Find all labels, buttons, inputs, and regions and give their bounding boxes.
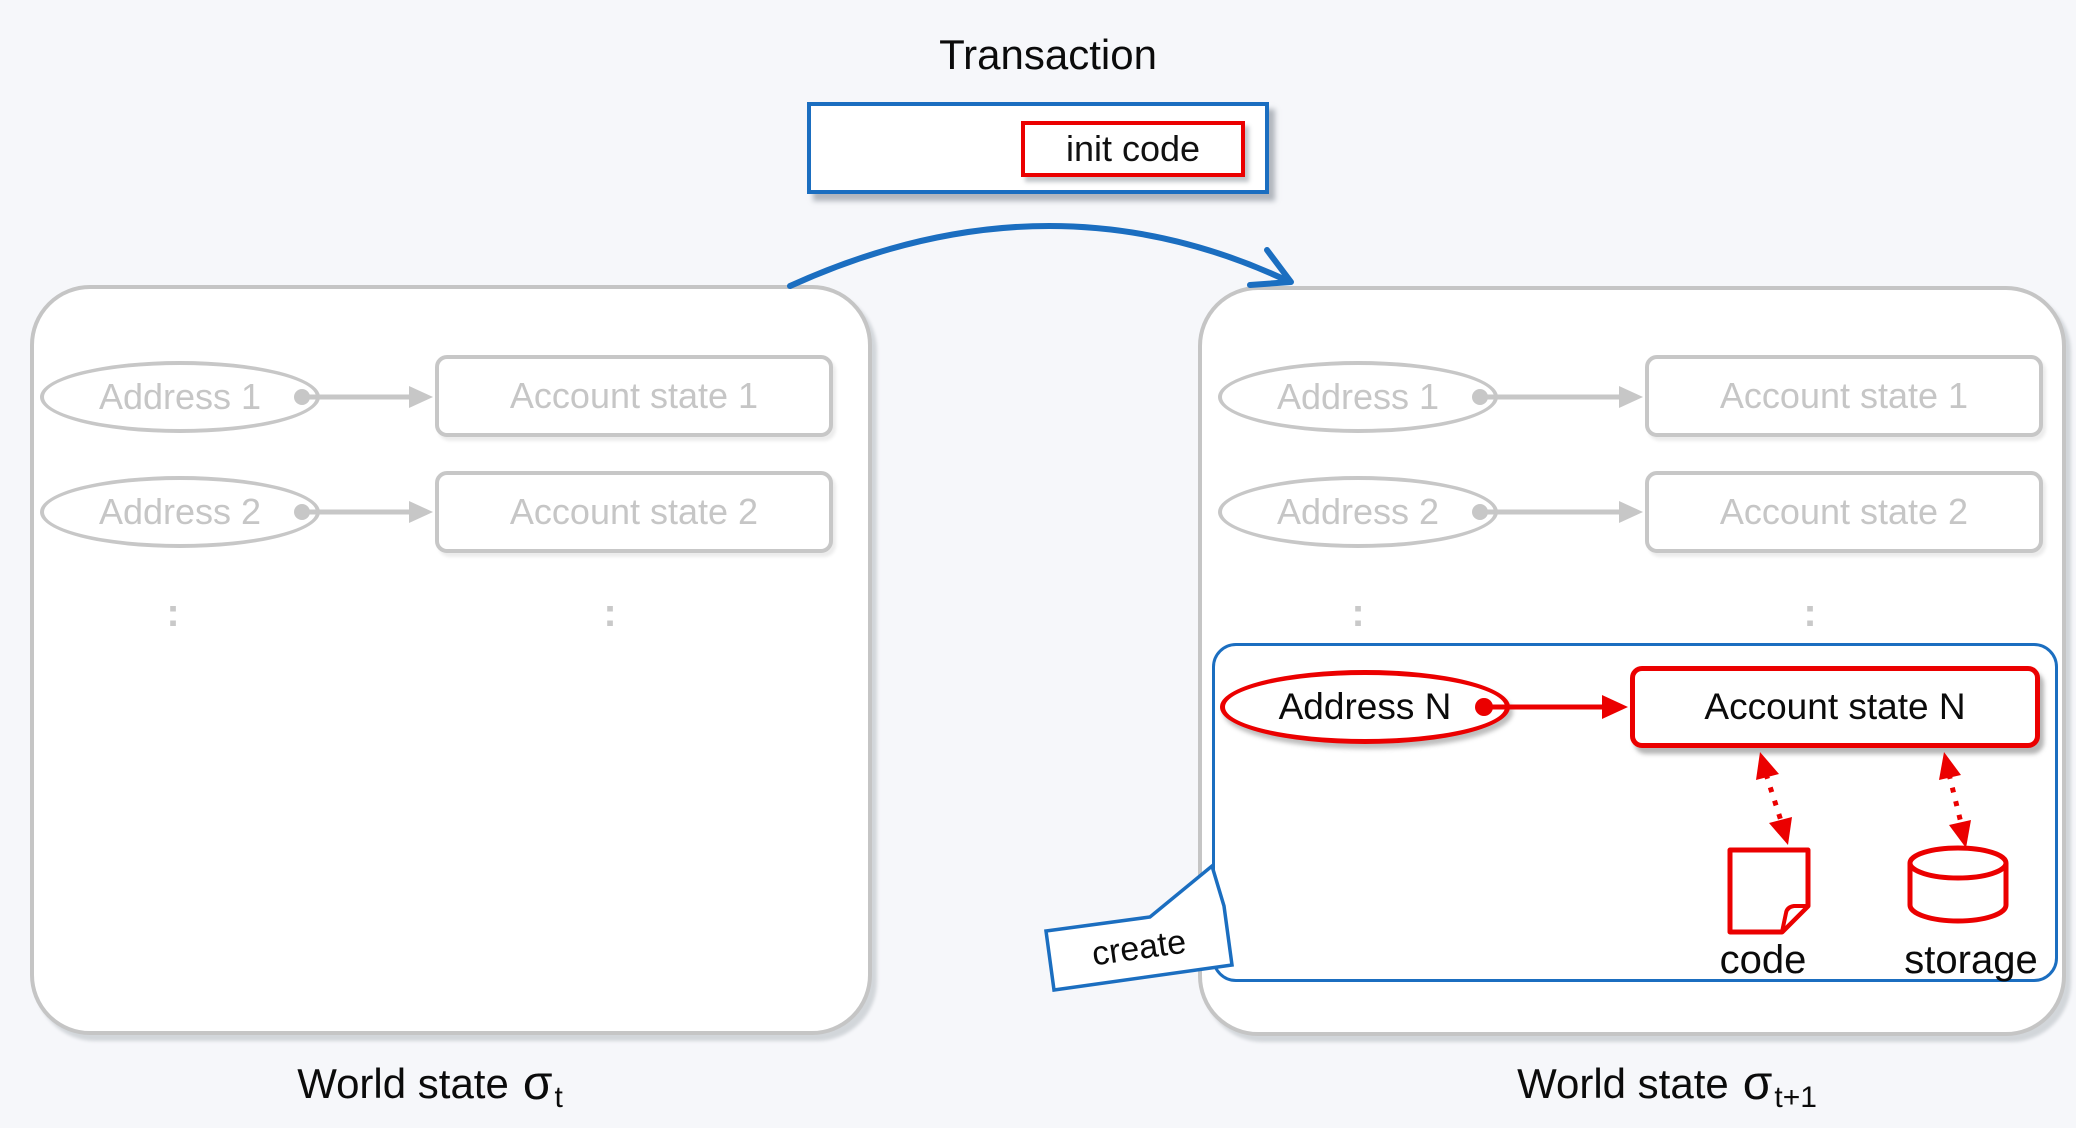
transaction-title: Transaction bbox=[939, 31, 1157, 78]
address-ellipse: Address 2 bbox=[1218, 476, 1498, 548]
caption-world-state-t1: World state σ t+1 bbox=[1417, 1052, 1917, 1116]
sigma-subscript: t+1 bbox=[1774, 1081, 1817, 1114]
sigma-symbol: σ bbox=[1742, 1057, 1773, 1110]
account-state-box: Account state 2 bbox=[435, 471, 833, 553]
account-state-box: Account state 2 bbox=[1645, 471, 2043, 553]
sigma-symbol: σ bbox=[522, 1057, 553, 1110]
vertical-ellipsis: : bbox=[166, 590, 180, 635]
vertical-ellipsis: : bbox=[603, 590, 617, 635]
account-state-box: Account state 1 bbox=[435, 355, 833, 437]
account-state-box: Account state 1 bbox=[1645, 355, 2043, 437]
vertical-ellipsis: : bbox=[1351, 590, 1365, 635]
storage-label: storage bbox=[1904, 938, 2038, 982]
address-ellipse: Address 2 bbox=[40, 476, 320, 548]
init-code-box: init code bbox=[1021, 121, 1245, 177]
address-ellipse: Address 1 bbox=[40, 361, 320, 433]
caption-text: World state bbox=[1517, 1060, 1729, 1107]
address-ellipse: Address 1 bbox=[1218, 361, 1498, 433]
transaction-box: init code bbox=[807, 102, 1269, 194]
caption-text: World state bbox=[297, 1060, 509, 1107]
address-n-ellipse: Address N bbox=[1220, 670, 1510, 744]
caption-world-state-t: World state σ t bbox=[180, 1052, 680, 1116]
transaction-curved-arrow-icon bbox=[787, 223, 1294, 289]
code-label: code bbox=[1719, 938, 1807, 982]
account-state-n-box: Account state N bbox=[1630, 666, 2040, 748]
vertical-ellipsis: : bbox=[1803, 590, 1817, 635]
sigma-subscript: t bbox=[554, 1081, 563, 1114]
